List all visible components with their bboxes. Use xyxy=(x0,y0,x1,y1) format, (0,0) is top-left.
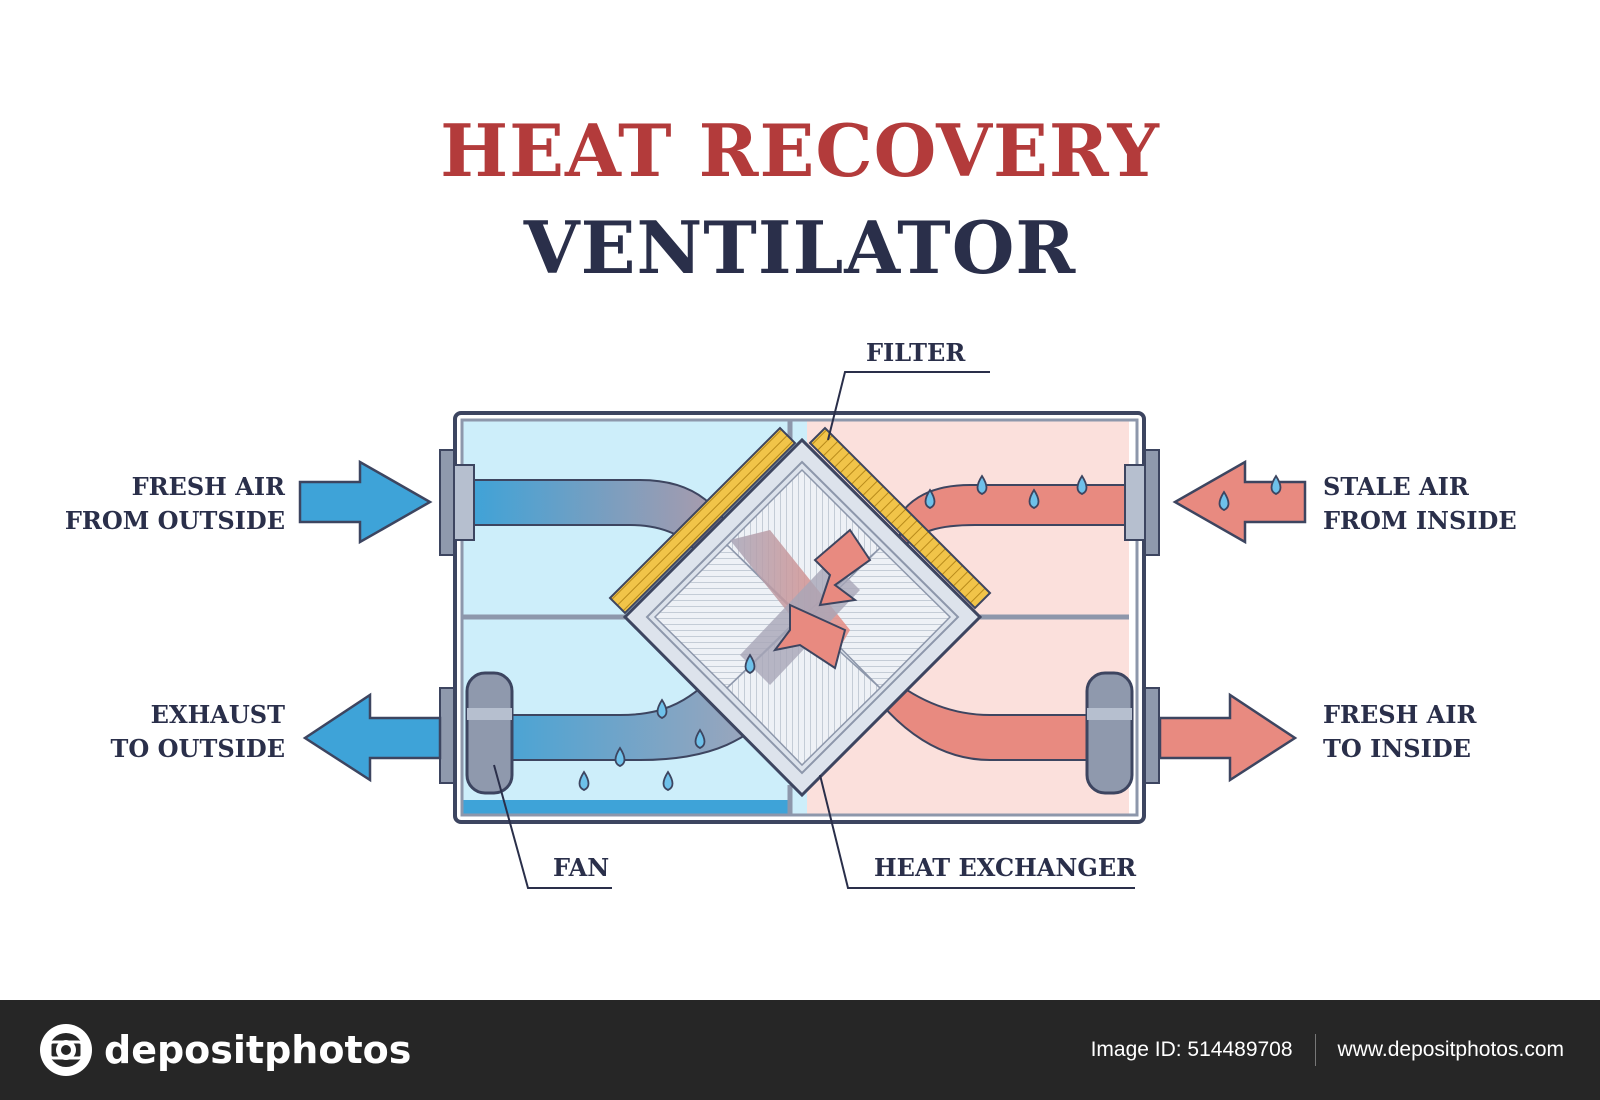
label-fresh-air-from-outside: FRESH AIR FROM OUTSIDE xyxy=(64,472,285,535)
brand[interactable]: depositphotos xyxy=(38,1022,411,1078)
fan-left xyxy=(465,671,514,795)
footer-bar: depositphotos Image ID: 514489708 www.de… xyxy=(0,1000,1600,1100)
fans xyxy=(465,671,1134,795)
label-exhaust-to-outside: EXHAUST TO OUTSIDE xyxy=(110,700,285,763)
label-fan: FAN xyxy=(553,853,610,882)
label-stale-air-from-inside: STALE AIR FROM INSIDE xyxy=(1323,472,1517,535)
camera-logo-icon xyxy=(40,1024,92,1076)
image-id: Image ID: 514489708 xyxy=(1090,1038,1293,1061)
hrv-diagram xyxy=(298,371,1307,889)
outer-arrows xyxy=(298,459,1307,783)
footer-divider xyxy=(1314,1034,1316,1066)
arrow-fresh-to-inside xyxy=(1158,692,1298,783)
site-url[interactable]: www.depositphotos.com xyxy=(1337,1038,1564,1061)
arrow-exhaust-out xyxy=(302,692,442,783)
filters xyxy=(608,426,992,615)
title-heat-recovery: HEAT RECOVERY xyxy=(440,108,1160,193)
footer-info: Image ID: 514489708 www.depositphotos.co… xyxy=(1091,1034,1564,1066)
label-filter: FILTER xyxy=(866,338,966,367)
arrow-fresh-in xyxy=(298,459,433,545)
brand-name: depositphotos xyxy=(104,1028,412,1072)
leader-lines xyxy=(493,371,1135,889)
heat-exchanger xyxy=(622,437,983,798)
fan-right xyxy=(1085,671,1134,795)
label-heat-exchanger: HEAT EXCHANGER xyxy=(874,853,1137,882)
port-flanges xyxy=(439,449,1160,784)
title-ventilator: VENTILATOR xyxy=(523,205,1077,290)
water-droplets xyxy=(578,474,1282,791)
arrow-stale-in xyxy=(1172,459,1307,545)
label-fresh-air-to-inside: FRESH AIR TO INSIDE xyxy=(1323,700,1477,763)
condensate-water xyxy=(462,800,790,815)
